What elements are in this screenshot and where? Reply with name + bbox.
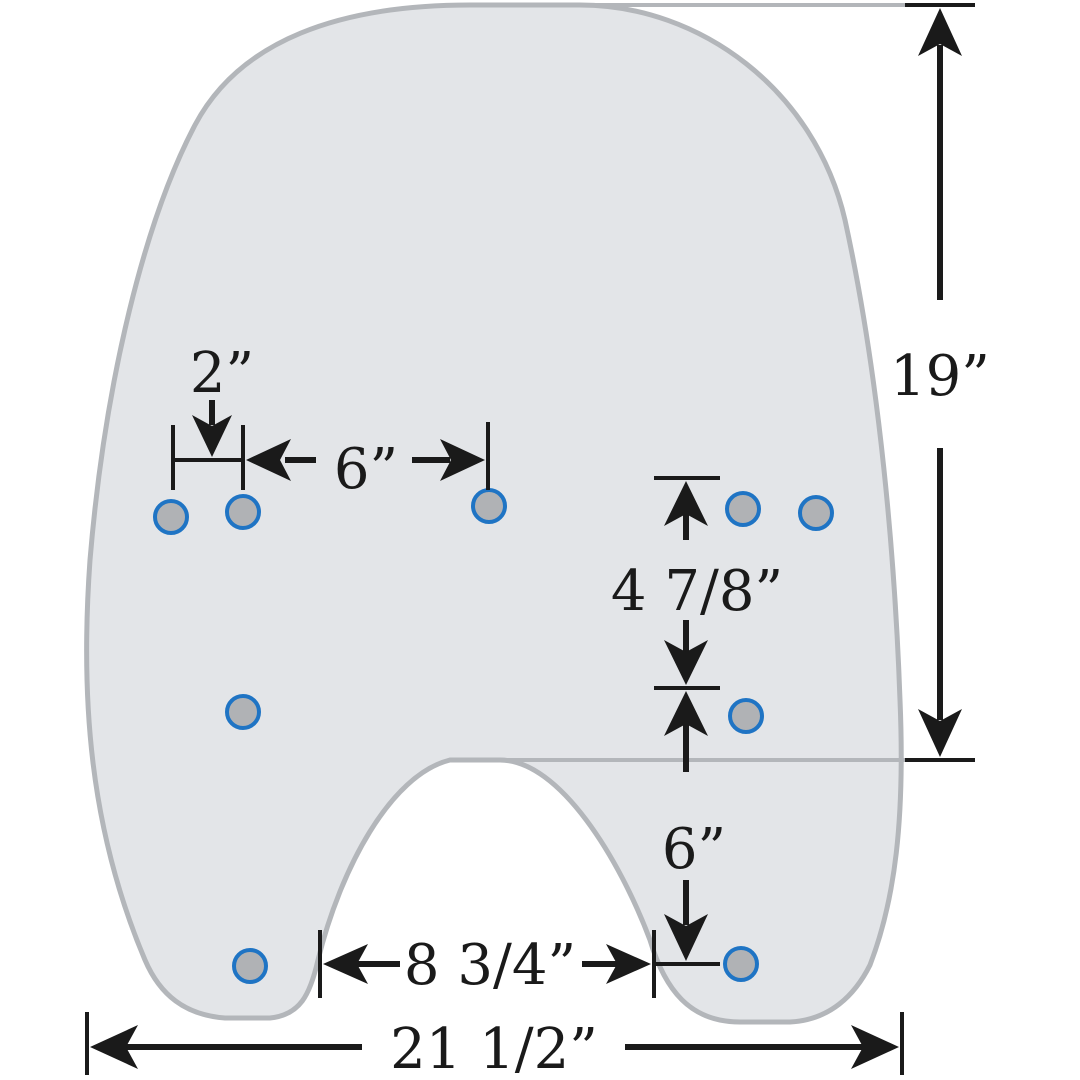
arrow-left-icon [323, 944, 368, 984]
notch-depth-label: 6” [662, 817, 726, 882]
mounting-hole [153, 499, 189, 535]
mounting-hole [725, 491, 761, 527]
height-dimension: 19” [890, 3, 990, 762]
arrow-up-icon [664, 481, 708, 526]
medium-hole-spacing-dimension: 6” [246, 422, 490, 502]
arrow-down-icon [664, 640, 708, 685]
arrow-up-icon [918, 8, 962, 56]
arrow-up-icon [664, 691, 708, 736]
mounting-hole [225, 694, 261, 730]
arrow-right-icon [440, 439, 485, 481]
arrow-left-icon [90, 1025, 138, 1069]
arrow-down-icon [192, 415, 232, 457]
arrow-down-icon [664, 914, 708, 961]
height-label: 19” [890, 344, 990, 409]
notch-width-label: 8 3/4” [404, 933, 576, 998]
mounting-hole [232, 948, 268, 984]
mounting-hole [471, 488, 507, 524]
mounting-hole [728, 698, 764, 734]
width-dimension: 21 1/2” [85, 1012, 904, 1080]
arrow-right-icon [606, 944, 651, 984]
small-hole-spacing-dimension: 2” [171, 341, 254, 490]
mounting-hole [798, 495, 834, 531]
notch-depth-dimension: 6” [654, 817, 726, 966]
arrow-left-icon [246, 439, 291, 481]
notch-width-dimension: 8 3/4” [318, 930, 656, 998]
width-label: 21 1/2” [390, 1017, 598, 1080]
small-spacing-label: 2” [190, 341, 254, 406]
mounting-hole [723, 946, 759, 982]
mounting-hole [225, 494, 261, 530]
medium-spacing-label: 6” [334, 437, 398, 502]
mounting-holes [153, 488, 834, 984]
vertical-hole-spacing-dimension: 4 7/8” [611, 476, 783, 772]
arrow-down-icon [918, 709, 962, 757]
arrow-right-icon [851, 1025, 899, 1069]
vertical-spacing-label: 4 7/8” [611, 559, 783, 624]
